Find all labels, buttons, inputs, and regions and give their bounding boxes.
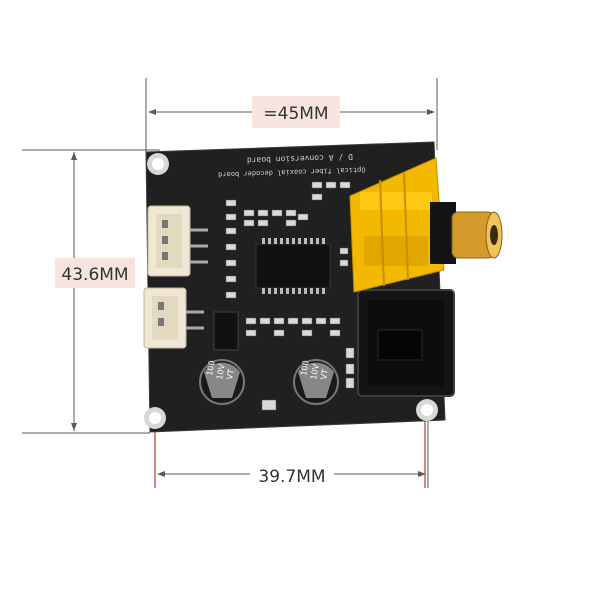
width-label: =45MM <box>263 104 328 124</box>
width-label-bg <box>252 96 340 128</box>
capacitor-2-line2: 10V <box>309 363 321 380</box>
connector-top <box>147 205 208 277</box>
height-label-bg <box>55 258 135 288</box>
capacitor-1-line2: 10V <box>215 363 227 380</box>
optical-input-jack <box>357 289 455 397</box>
capacitor-1: 100 10V VT <box>199 359 245 405</box>
height-label: 43.6MM <box>61 265 128 285</box>
dac-chip <box>255 238 331 294</box>
capacitor-2-line3: VT <box>319 368 330 380</box>
hole-spacing-label-bg <box>250 462 334 490</box>
capacitor-1-line1: 100 <box>205 360 217 377</box>
inductor-block <box>213 311 239 351</box>
smd-components <box>225 181 355 411</box>
arrow-heads <box>71 109 435 477</box>
coaxial-rca-jack <box>349 157 503 293</box>
capacitor-2: 100 10V VT <box>293 359 339 405</box>
connector-bottom <box>143 287 204 349</box>
hole-spacing-label: 39.7MM <box>258 467 325 487</box>
capacitor-2-line1: 100 <box>299 360 311 377</box>
capacitor-1-line3: VT <box>225 368 236 380</box>
silkscreen-title: D / A conversion board <box>247 152 353 165</box>
